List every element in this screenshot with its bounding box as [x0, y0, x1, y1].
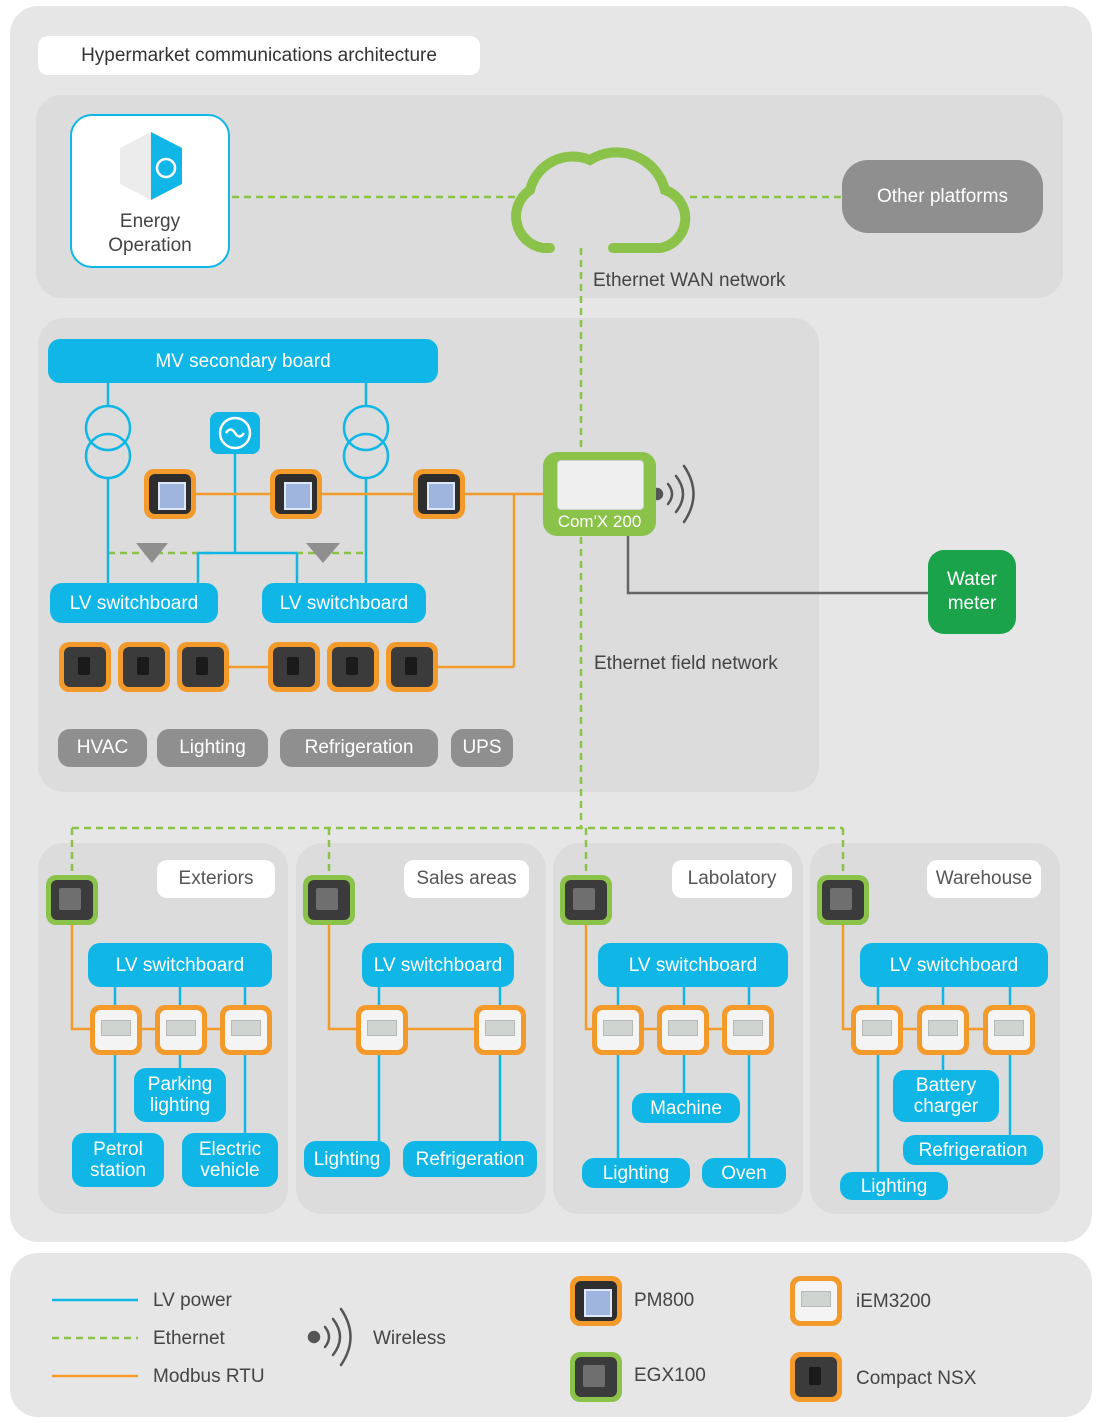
- egx100-gateway[interactable]: [303, 875, 355, 925]
- energy-operation-label: Energy Operation: [108, 211, 192, 256]
- legend-wireless-label: Wireless: [373, 1328, 446, 1349]
- comx-200-gateway[interactable]: Com'X 200: [543, 452, 656, 536]
- iem3200-meter[interactable]: [356, 1005, 408, 1055]
- energy-operation-icon: [120, 132, 182, 200]
- load-lighting[interactable]: Lighting: [582, 1158, 690, 1188]
- legend-iem3200-icon: [790, 1276, 842, 1326]
- legend-compact-nsx-label: Compact NSX: [856, 1368, 977, 1389]
- iem3200-meter[interactable]: [657, 1005, 709, 1055]
- egx100-gateway[interactable]: [817, 875, 869, 925]
- comx-device-image: [557, 460, 644, 510]
- compact-nsx-breaker[interactable]: [268, 642, 320, 692]
- legend-lv-power-label: LV power: [153, 1290, 232, 1311]
- iem3200-meter[interactable]: [90, 1005, 142, 1055]
- pm800-meter[interactable]: [413, 469, 465, 519]
- zone-title-exteriors: Exteriors: [157, 860, 275, 898]
- compact-nsx-breaker[interactable]: [118, 642, 170, 692]
- iem3200-meter[interactable]: [474, 1005, 526, 1055]
- iem3200-meter[interactable]: [983, 1005, 1035, 1055]
- egx100-gateway[interactable]: [560, 875, 612, 925]
- pm800-meter[interactable]: [144, 469, 196, 519]
- zone-exteriors-lv-switchboard[interactable]: LV switchboard: [88, 943, 272, 987]
- load-ups[interactable]: UPS: [451, 729, 513, 767]
- comx-label: Com'X 200: [557, 512, 642, 531]
- load-lighting[interactable]: Lighting: [304, 1141, 390, 1177]
- iem3200-meter[interactable]: [851, 1005, 903, 1055]
- generator-icon[interactable]: [210, 412, 260, 454]
- iem3200-meter[interactable]: [722, 1005, 774, 1055]
- load-lighting[interactable]: Lighting: [840, 1172, 948, 1200]
- mv-secondary-board[interactable]: MV secondary board: [48, 339, 438, 383]
- compact-nsx-breaker[interactable]: [59, 642, 111, 692]
- zone-title-warehouse: Warehouse: [927, 860, 1041, 898]
- legend-compact-nsx-icon: [790, 1352, 842, 1402]
- load-machine[interactable]: Machine: [632, 1093, 740, 1123]
- load-refrigeration[interactable]: Refrigeration: [403, 1141, 537, 1177]
- load-refrigeration[interactable]: Refrigeration: [903, 1135, 1043, 1165]
- field-network-label: Ethernet field network: [594, 653, 778, 674]
- compact-nsx-breaker[interactable]: [386, 642, 438, 692]
- iem3200-meter[interactable]: [917, 1005, 969, 1055]
- legend-pm800-icon: [570, 1276, 622, 1326]
- compact-nsx-breaker[interactable]: [177, 642, 229, 692]
- egx100-gateway[interactable]: [46, 875, 98, 925]
- load-battery-charger[interactable]: Battery charger: [893, 1070, 999, 1122]
- diagram-title: Hypermarket communications architecture: [38, 36, 480, 75]
- load-petrol-station[interactable]: Petrol station: [72, 1133, 164, 1187]
- pm800-meter[interactable]: [270, 469, 322, 519]
- legend-egx100-label: EGX100: [634, 1365, 706, 1386]
- legend-panel: [10, 1253, 1092, 1417]
- load-parking-lighting[interactable]: Parking lighting: [134, 1068, 226, 1122]
- legend-iem3200-label: iEM3200: [856, 1291, 931, 1312]
- lv-switchboard-right[interactable]: LV switchboard: [262, 583, 426, 623]
- legend-modbus-label: Modbus RTU: [153, 1366, 265, 1387]
- zone-title-sales-areas: Sales areas: [404, 860, 529, 898]
- zone-warehouse-lv-switchboard[interactable]: LV switchboard: [860, 943, 1048, 987]
- iem3200-meter[interactable]: [155, 1005, 207, 1055]
- site-tier: [38, 318, 819, 792]
- iem3200-meter[interactable]: [220, 1005, 272, 1055]
- load-hvac[interactable]: HVAC: [58, 729, 147, 767]
- iem3200-meter[interactable]: [592, 1005, 644, 1055]
- legend-ethernet-label: Ethernet: [153, 1328, 225, 1349]
- lv-switchboard-left[interactable]: LV switchboard: [50, 583, 218, 623]
- other-platforms-box[interactable]: Other platforms: [842, 160, 1043, 233]
- zone-sales-lv-switchboard[interactable]: LV switchboard: [362, 943, 514, 987]
- zone-labolatory-lv-switchboard[interactable]: LV switchboard: [598, 943, 788, 987]
- wan-network-label: Ethernet WAN network: [593, 270, 786, 291]
- water-meter[interactable]: Water meter: [928, 550, 1016, 634]
- energy-operation-card[interactable]: Energy Operation: [70, 114, 230, 268]
- load-lighting[interactable]: Lighting: [157, 729, 268, 767]
- load-oven[interactable]: Oven: [702, 1158, 786, 1188]
- compact-nsx-breaker[interactable]: [327, 642, 379, 692]
- sine-wave-icon: [218, 416, 252, 450]
- load-electric-vehicle[interactable]: Electric vehicle: [182, 1133, 278, 1187]
- load-refrigeration[interactable]: Refrigeration: [280, 729, 438, 767]
- legend-egx100-icon: [570, 1352, 622, 1402]
- legend-pm800-label: PM800: [634, 1290, 695, 1311]
- zone-title-labolatory: Labolatory: [672, 860, 792, 898]
